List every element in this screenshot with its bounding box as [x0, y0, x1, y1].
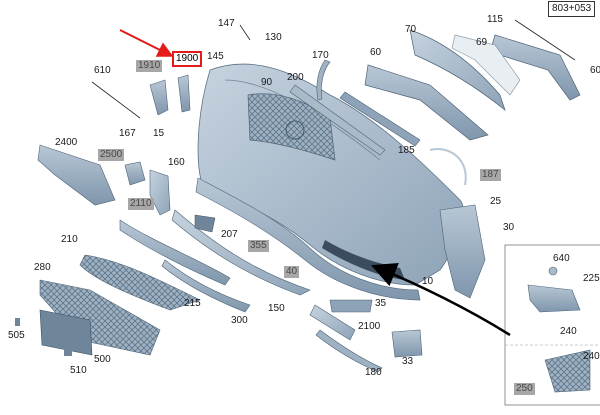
bumper-lower-lip — [195, 177, 421, 301]
inset-part-label[interactable]: 640 — [553, 253, 570, 264]
part-207 — [194, 214, 216, 233]
flap-300 — [161, 259, 251, 313]
diagram-reference: 803+053 — [548, 1, 596, 17]
lower-spoiler-210 — [119, 219, 231, 286]
chrome-strip — [289, 84, 386, 156]
part-label[interactable]: 30 — [503, 222, 515, 233]
part-label[interactable]: 500 — [94, 354, 111, 365]
part-label[interactable]: 2100 — [358, 321, 381, 332]
part-label[interactable]: 35 — [375, 298, 387, 309]
radiator-grille — [247, 93, 336, 161]
support-frame — [409, 29, 506, 112]
part-label[interactable]: 1910 — [136, 60, 163, 72]
part-label[interactable]: 25 — [490, 196, 502, 207]
part-label[interactable]: 40 — [284, 266, 300, 278]
part-label[interactable]: 187 — [480, 169, 501, 181]
part-label[interactable]: 355 — [248, 240, 269, 252]
part-label[interactable]: 33 — [402, 356, 414, 367]
part-label[interactable]: 207 — [221, 229, 238, 240]
air-guide-2400 — [37, 144, 116, 206]
upper-carrier — [364, 64, 489, 141]
inset-part-label[interactable]: 250 — [514, 383, 535, 395]
part-label[interactable]: 2400 — [55, 137, 78, 148]
part-label[interactable]: 90 — [261, 77, 273, 88]
side-trim — [316, 59, 331, 101]
inset-fog-lamp — [527, 284, 581, 313]
part-label[interactable]: 180 — [365, 367, 382, 378]
part-label[interactable]: 200 — [287, 72, 304, 83]
part-label[interactable]: 70 — [405, 24, 417, 35]
part-label[interactable]: 147 — [218, 18, 235, 29]
left-bracket-1900 — [177, 74, 191, 113]
part-label[interactable]: 510 — [70, 365, 87, 376]
inner-frame — [451, 34, 521, 96]
part-label[interactable]: 160 — [168, 157, 185, 168]
part-label[interactable]: 2500 — [98, 149, 125, 161]
inset-part-label[interactable]: 240 — [583, 351, 600, 362]
fog-housing-2500 — [124, 161, 146, 186]
leader-lines — [91, 19, 576, 119]
strip-180 — [315, 329, 383, 373]
part-label[interactable]: 10 — [422, 276, 434, 287]
deflector-2100 — [309, 304, 356, 341]
part-label[interactable]: 60 — [590, 65, 600, 76]
bracket-160 — [149, 169, 171, 216]
underbody-280 — [39, 279, 161, 356]
clip-35 — [329, 299, 373, 313]
part-label[interactable]: 60 — [370, 47, 382, 58]
inset-arrow — [371, 262, 511, 337]
part-label[interactable]: 150 — [268, 303, 285, 314]
cover-33 — [391, 329, 423, 358]
screw-505 — [15, 318, 20, 326]
part-label[interactable]: 130 — [265, 32, 282, 43]
part-label[interactable]: 167 — [119, 128, 136, 139]
trim-500 — [39, 309, 93, 356]
part-label[interactable]: 215 — [184, 298, 201, 309]
part-510 — [64, 346, 72, 356]
inset-part-label[interactable]: 225 — [583, 273, 600, 284]
part-label[interactable]: 610 — [94, 65, 111, 76]
part-label[interactable]: 69 — [476, 37, 488, 48]
part-label[interactable]: 2110 — [128, 198, 154, 210]
part-label[interactable]: 280 — [34, 262, 51, 273]
part-label[interactable]: 115 — [487, 14, 503, 25]
part-label[interactable]: 210 — [61, 234, 78, 245]
lower-grille-215 — [79, 254, 201, 311]
left-bracket-1910 — [149, 79, 169, 116]
part-label[interactable]: 300 — [231, 315, 248, 326]
inset-grille — [544, 349, 591, 393]
highlighted-part-label[interactable]: 1900 — [172, 51, 203, 67]
wire-harness — [429, 148, 467, 186]
lower-trim-strip — [339, 91, 421, 147]
part-label[interactable]: 505 — [8, 330, 25, 341]
part-label[interactable]: 170 — [312, 50, 329, 61]
part-label[interactable]: 185 — [398, 145, 415, 156]
spoiler-150 — [171, 209, 311, 296]
part-label[interactable]: 145 — [207, 51, 224, 62]
part-label[interactable]: 15 — [153, 128, 165, 139]
bracket-30 — [439, 204, 486, 299]
highlight-arrow — [119, 29, 174, 57]
inset-part-label[interactable]: 240 — [560, 326, 577, 337]
